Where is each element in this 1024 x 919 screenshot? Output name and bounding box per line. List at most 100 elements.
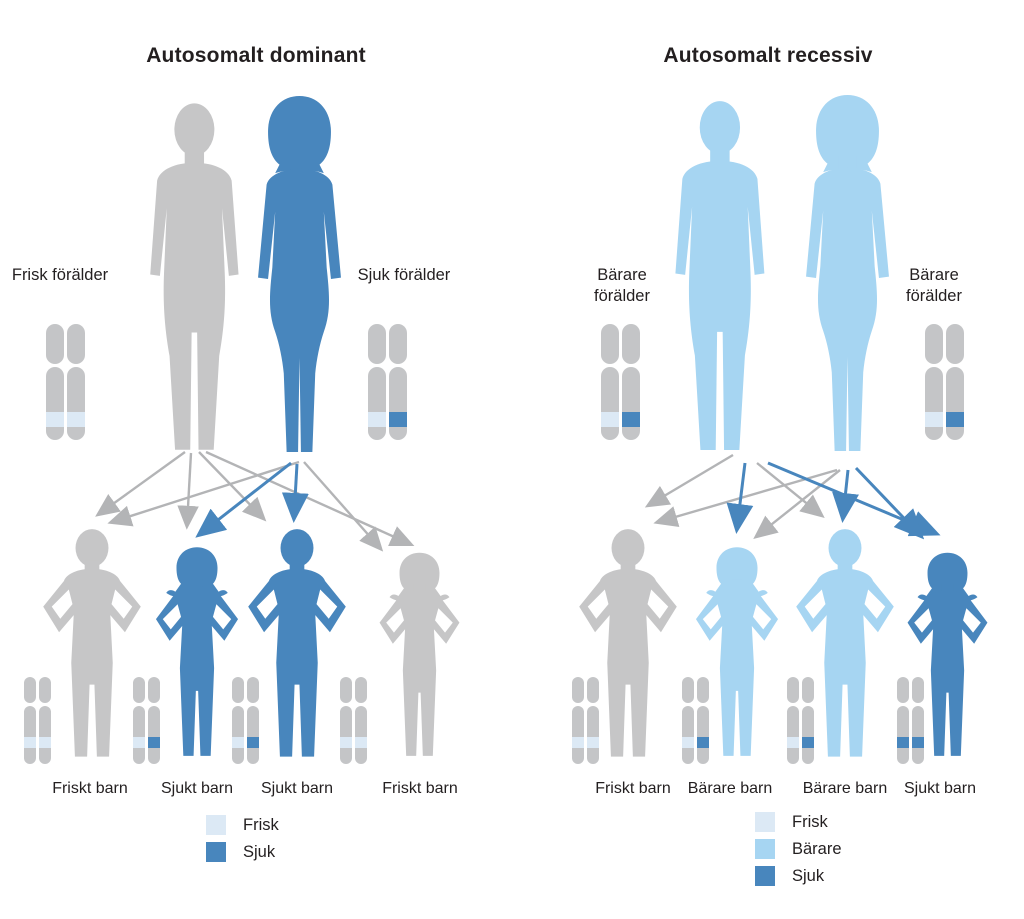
legend: Frisk Sjuk: [206, 815, 279, 862]
allele-band: [355, 737, 367, 748]
allele-band: [802, 737, 814, 748]
chromosome-pair-child: [682, 677, 709, 764]
legend-swatch-frisk: [755, 812, 775, 832]
chromosome-pair-child: [24, 677, 51, 764]
parent-label: Bärare förälder: [594, 266, 650, 306]
panel-autosomal-dominant: Autosomalt dominant Frisk förälder Sjuk …: [12, 44, 512, 862]
legend-label: Frisk: [792, 812, 828, 831]
legend-swatch-sjuk: [755, 866, 775, 886]
chromosome: [946, 324, 964, 440]
chromosome: [133, 677, 145, 764]
mother-figure-sick: [228, 93, 371, 465]
arrow-blue: [195, 461, 292, 538]
allele-band: [682, 737, 694, 748]
inheritance-arrows: [95, 450, 415, 552]
chromosome-pair-child: [340, 677, 367, 764]
chromosome: [232, 677, 244, 764]
chromosome: [389, 324, 407, 440]
allele-band: [148, 737, 160, 748]
legend-swatch-barare: [755, 839, 775, 859]
chromosome: [682, 677, 694, 764]
chromosome: [67, 324, 85, 440]
chromosome-pair-parent: [368, 324, 407, 440]
allele-band: [572, 737, 584, 748]
legend-label: Sjuk: [243, 842, 276, 861]
chromosome: [787, 677, 799, 764]
allele-band: [24, 737, 36, 748]
arrow-gray: [653, 468, 838, 528]
parent-label: Bärare förälder: [906, 266, 962, 306]
chromosome: [601, 324, 619, 440]
arrow-gray: [177, 452, 199, 530]
chromosome: [587, 677, 599, 764]
chromosome-pair-parent: [601, 324, 640, 440]
chromosome: [925, 324, 943, 440]
chromosome: [340, 677, 352, 764]
arrow-blue: [832, 469, 859, 523]
arrow-gray: [95, 451, 186, 517]
legend: Frisk Bärare Sjuk: [755, 812, 842, 886]
chromosome: [622, 324, 640, 440]
legend-label: Bärare: [792, 839, 842, 858]
allele-band: [340, 737, 352, 748]
child-label: Sjukt barn: [160, 780, 234, 797]
child-label: Bärare barn: [802, 780, 888, 797]
legend-item: Bärare: [755, 839, 842, 859]
legend-swatch-sjuk: [206, 842, 226, 862]
chromosome-pair-parent: [46, 324, 85, 440]
arrow-blue: [726, 462, 754, 534]
allele-band: [368, 412, 386, 427]
allele-band: [247, 737, 259, 748]
legend-item: Sjuk: [755, 866, 842, 886]
panel-title: Autosomalt dominant: [146, 44, 366, 67]
inheritance-arrows: [644, 453, 941, 540]
allele-band: [897, 737, 909, 748]
child-label: Sjukt barn: [903, 780, 977, 797]
arrow-gray: [198, 451, 267, 522]
child-figure-healthy: [364, 550, 475, 773]
child-label: Friskt barn: [382, 780, 458, 797]
chromosome: [897, 677, 909, 764]
chromosome: [46, 324, 64, 440]
chromosome: [912, 677, 924, 764]
chromosome: [39, 677, 51, 764]
chromosome: [247, 677, 259, 764]
chromosome: [697, 677, 709, 764]
chromosome: [802, 677, 814, 764]
arrow-gray: [753, 469, 841, 539]
legend-label: Sjuk: [792, 866, 825, 885]
allele-band: [925, 412, 943, 427]
chromosome: [148, 677, 160, 764]
chromosome: [368, 324, 386, 440]
arrow-gray: [107, 460, 300, 527]
chromosome: [355, 677, 367, 764]
allele-band: [622, 412, 640, 427]
arrow-gray: [644, 453, 734, 508]
chromosome-pair-child: [133, 677, 160, 764]
allele-band: [39, 737, 51, 748]
allele-band: [67, 412, 85, 427]
chromosome-pair-child: [232, 677, 259, 764]
arrow-gray: [303, 461, 384, 552]
arrow-blue: [281, 463, 309, 523]
arrow-blue: [854, 466, 925, 540]
chromosome: [572, 677, 584, 764]
panel-title: Autosomalt recessiv: [663, 44, 873, 67]
chromosome-pair-child: [787, 677, 814, 764]
chromosome-pair-parent: [925, 324, 964, 440]
legend-item: Frisk: [206, 815, 279, 835]
chromosome: [24, 677, 36, 764]
allele-band: [133, 737, 145, 748]
child-label: Bärare barn: [687, 780, 773, 797]
allele-band: [697, 737, 709, 748]
parent-label: Sjuk förälder: [357, 266, 451, 284]
legend-item: Frisk: [755, 812, 842, 832]
child-label: Friskt barn: [595, 780, 671, 797]
legend-label: Frisk: [243, 815, 279, 834]
allele-band: [587, 737, 599, 748]
allele-band: [46, 412, 64, 427]
arrow-gray: [756, 462, 825, 519]
allele-band: [787, 737, 799, 748]
allele-band: [912, 737, 924, 748]
